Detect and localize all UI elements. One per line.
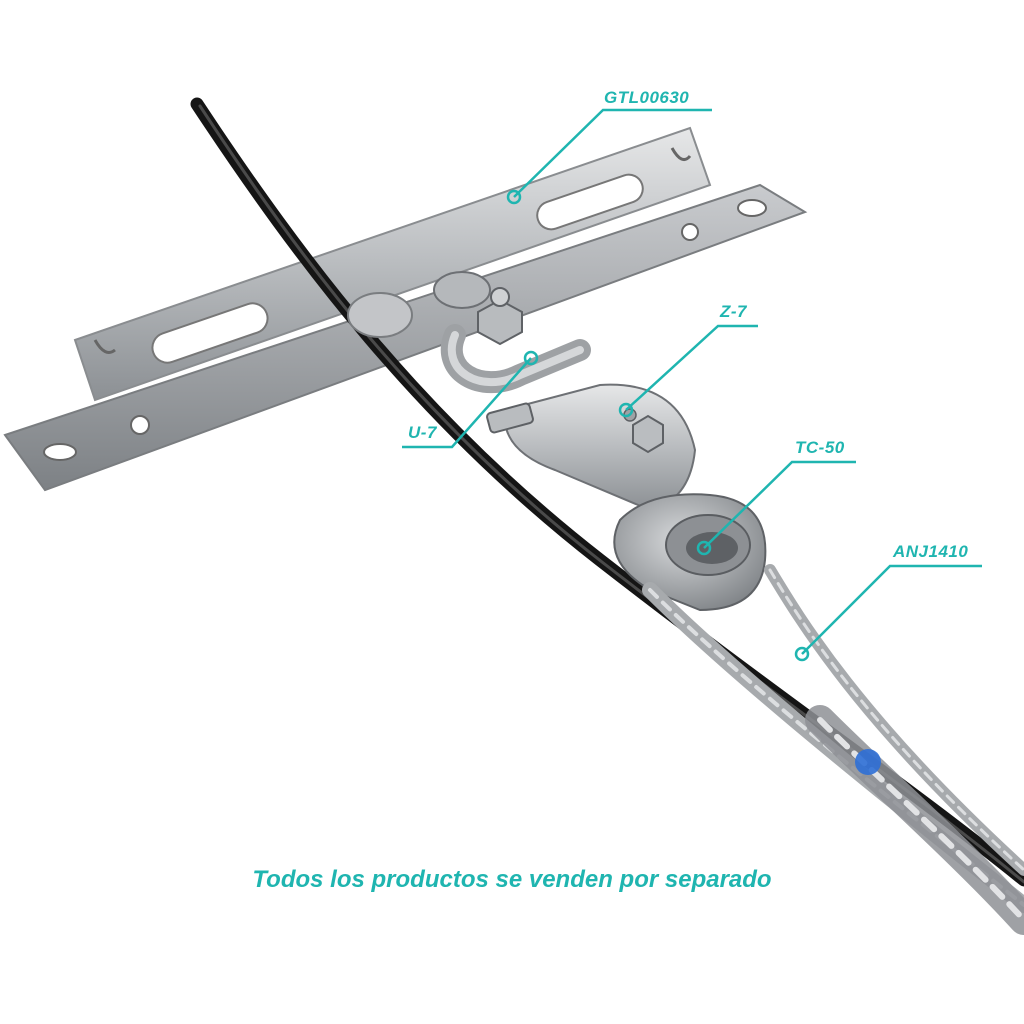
color-code-marker xyxy=(855,749,881,775)
callout-dot-bracket xyxy=(506,189,522,205)
link-nut xyxy=(632,414,664,454)
bracket-keyhole xyxy=(43,443,77,461)
callout-line-bracket xyxy=(513,108,712,198)
link-bolt xyxy=(486,402,534,434)
callout-line-link xyxy=(625,324,758,411)
bracket-notch xyxy=(670,147,692,162)
label-shackle: U-7 xyxy=(408,423,437,442)
label-link: Z-7 xyxy=(720,302,747,321)
callout-dot-anchor xyxy=(794,646,810,662)
callout-dot-shackle xyxy=(523,350,539,366)
shackle-bolt xyxy=(490,287,510,307)
bracket-hole xyxy=(130,415,150,435)
callout-dot-link xyxy=(618,402,634,418)
helical-dead-end-anj1410 xyxy=(642,564,1024,935)
sold-separately-caption: Todos los productos se venden por separa… xyxy=(252,866,772,893)
bracket-keyhole xyxy=(737,199,767,217)
bracket-slot-left xyxy=(151,302,269,364)
callout-line-thimble xyxy=(703,460,856,549)
bracket-hole xyxy=(681,223,699,241)
bracket-slot-right xyxy=(536,173,644,231)
label-bracket: GTL00630 xyxy=(604,88,690,107)
bracket-notch xyxy=(93,339,116,354)
callouts xyxy=(402,108,982,662)
label-thimble: TC-50 xyxy=(795,438,845,457)
callout-dot-thimble xyxy=(696,540,712,556)
link-z7 xyxy=(486,383,697,512)
bracket-gtl00630 xyxy=(3,126,808,492)
eye-bolt xyxy=(347,271,491,338)
callout-line-shackle xyxy=(402,357,532,449)
label-anchor: ANJ1410 xyxy=(893,542,969,561)
callout-line-anchor xyxy=(801,564,982,655)
bracket-flange xyxy=(3,183,808,492)
